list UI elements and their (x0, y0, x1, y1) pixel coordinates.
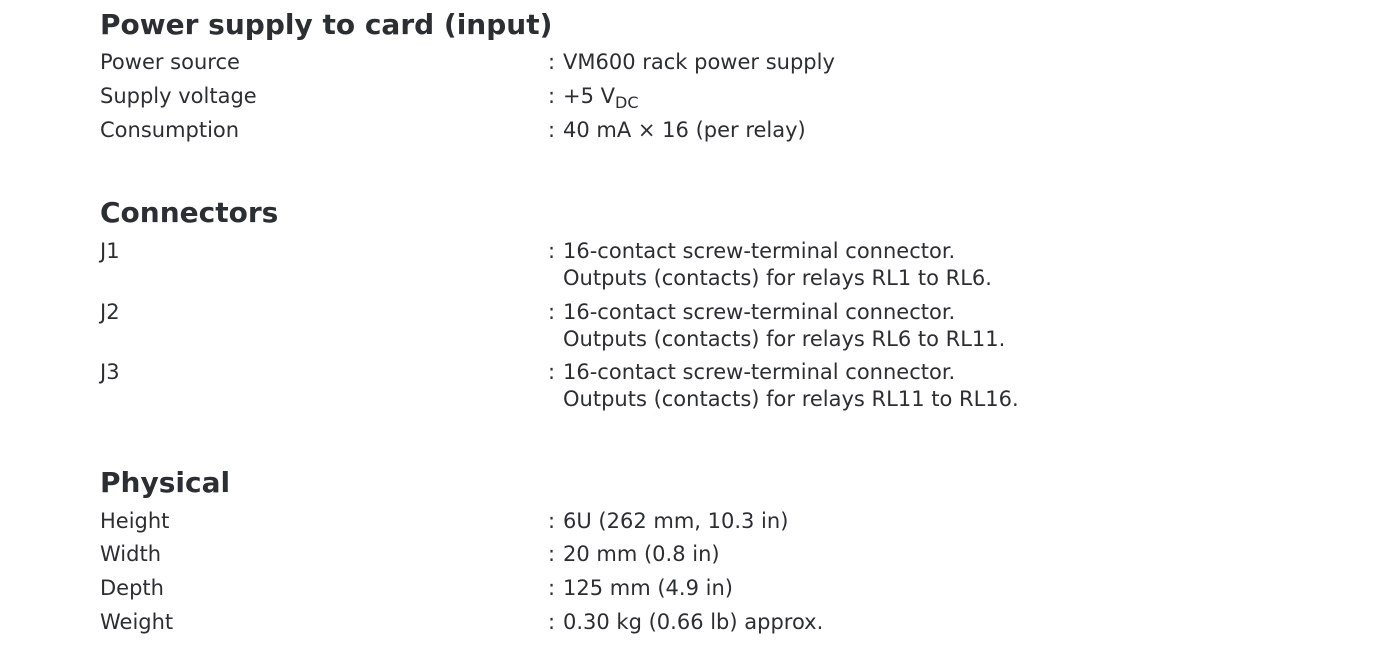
colon-separator: : (548, 610, 556, 634)
colon-separator: : (548, 300, 556, 324)
spec-value-line: 16-contact screw-terminal connector. (563, 360, 956, 384)
spec-value: 125 mm (4.9 in) (563, 576, 733, 600)
spec-value: 20 mm (0.8 in) (563, 542, 720, 566)
voltage-value: +5 V (563, 84, 615, 108)
colon-separator: : (548, 576, 556, 600)
spec-label: Weight (100, 610, 174, 634)
spec-value: 0.30 kg (0.66 lb) approx. (563, 610, 824, 634)
spec-value: 6U (262 mm, 10.3 in) (563, 509, 789, 533)
section-title-physical: Physical (100, 466, 231, 499)
spec-label: Height (100, 509, 170, 533)
colon-separator: : (548, 360, 556, 384)
spec-label: Power source (100, 50, 240, 74)
spec-label: J1 (100, 239, 120, 263)
spec-value: 16-contact screw-terminal connector. Out… (563, 359, 1019, 413)
spec-value: 16-contact screw-terminal connector. Out… (563, 238, 992, 292)
colon-separator: : (548, 542, 556, 566)
spec-label: Supply voltage (100, 84, 257, 108)
spec-label: Consumption (100, 118, 240, 142)
colon-separator: : (548, 118, 556, 142)
spec-value: +5 VDC (563, 83, 639, 112)
spec-value-line: Outputs (contacts) for relays RL1 to RL6… (563, 266, 992, 290)
spec-label: Depth (100, 576, 164, 600)
spec-label: J2 (100, 300, 120, 324)
colon-separator: : (548, 509, 556, 533)
spec-label: J3 (100, 360, 120, 384)
spec-value: 16-contact screw-terminal connector. Out… (563, 299, 1005, 353)
spec-value-line: Outputs (contacts) for relays RL6 to RL1… (563, 327, 1006, 351)
voltage-subscript: DC (615, 93, 639, 112)
spec-value-line: 16-contact screw-terminal connector. (563, 300, 956, 324)
spec-label: Width (100, 542, 162, 566)
spec-value: VM600 rack power supply (563, 50, 835, 74)
spec-value-line: Outputs (contacts) for relays RL11 to RL… (563, 387, 1019, 411)
colon-separator: : (548, 84, 556, 108)
colon-separator: : (548, 239, 556, 263)
spec-value-line: 16-contact screw-terminal connector. (563, 239, 956, 263)
colon-separator: : (548, 50, 556, 74)
section-title-power: Power supply to card (input) (100, 8, 553, 41)
spec-value: 40 mA × 16 (per relay) (563, 118, 806, 142)
section-title-connectors: Connectors (100, 196, 279, 229)
